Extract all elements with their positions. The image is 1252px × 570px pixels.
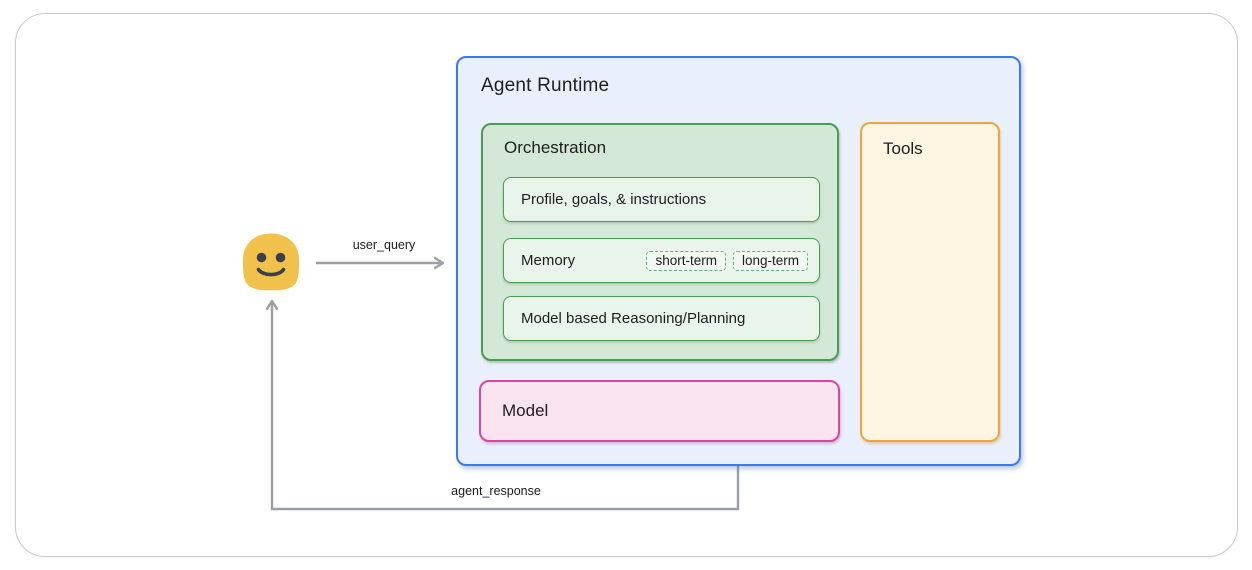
tools-box: Tools <box>860 122 1000 442</box>
orchestration-title: Orchestration <box>504 138 607 157</box>
user-emoji-left-eye <box>256 252 267 263</box>
model-title: Model <box>502 401 549 420</box>
orchestration-item-memory-label: Memory <box>521 252 576 269</box>
agent-runtime-title: Agent Runtime <box>481 75 610 96</box>
user-query-label: user_query <box>352 238 416 252</box>
outer-frame <box>15 13 1238 557</box>
tools-title: Tools <box>883 139 923 158</box>
orchestration-item-reasoning: Model based Reasoning/Planning <box>503 296 820 341</box>
model-box: Model <box>479 380 840 442</box>
orchestration-item-memory: Memory short-term long-term <box>503 238 820 283</box>
orchestration-item-reasoning-label: Model based Reasoning/Planning <box>521 310 746 327</box>
orchestration-box: Orchestration Profile, goals, & instruct… <box>481 123 839 361</box>
chip-long-term: long-term <box>732 250 808 271</box>
orchestration-item-profile-label: Profile, goals, & instructions <box>521 191 707 208</box>
user-emoji-smile <box>256 267 286 277</box>
orchestration-item-profile: Profile, goals, & instructions <box>503 177 820 222</box>
chip-short-term: short-term <box>646 250 726 271</box>
user-emoji-body <box>243 233 299 291</box>
memory-chips: short-term long-term <box>646 250 808 271</box>
agent-response-label: agent_response <box>451 484 541 498</box>
user-emoji-right-eye <box>275 252 286 263</box>
agent-runtime-box: Agent Runtime Orchestration Profile, goa… <box>456 56 1021 466</box>
user-icon <box>243 233 299 291</box>
